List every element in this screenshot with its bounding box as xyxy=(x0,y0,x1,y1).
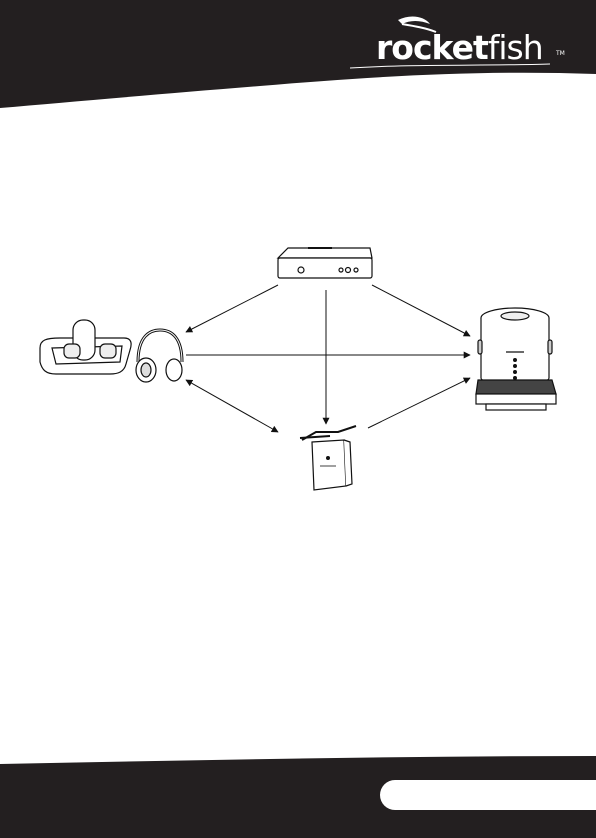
trademark-mark: TM xyxy=(556,50,565,57)
wireless-transmitter-icon xyxy=(278,248,372,278)
page-number-tab xyxy=(380,780,596,810)
link-receiver-to-speaker xyxy=(368,378,470,428)
link-transmitter-to-headphones xyxy=(186,285,278,332)
headphones-with-charging-base-icon xyxy=(40,320,182,382)
link-transmitter-to-speaker xyxy=(372,285,470,336)
link-headphones-receiver xyxy=(186,380,278,432)
wireless-receiver-icon xyxy=(300,426,356,490)
brand-name-bold: rocket xyxy=(376,28,488,67)
brand-name-light: fish xyxy=(488,28,543,67)
system-diagram xyxy=(0,230,596,500)
brand-name: rocketfish xyxy=(376,28,543,68)
speaker-on-dock-icon xyxy=(476,308,556,410)
